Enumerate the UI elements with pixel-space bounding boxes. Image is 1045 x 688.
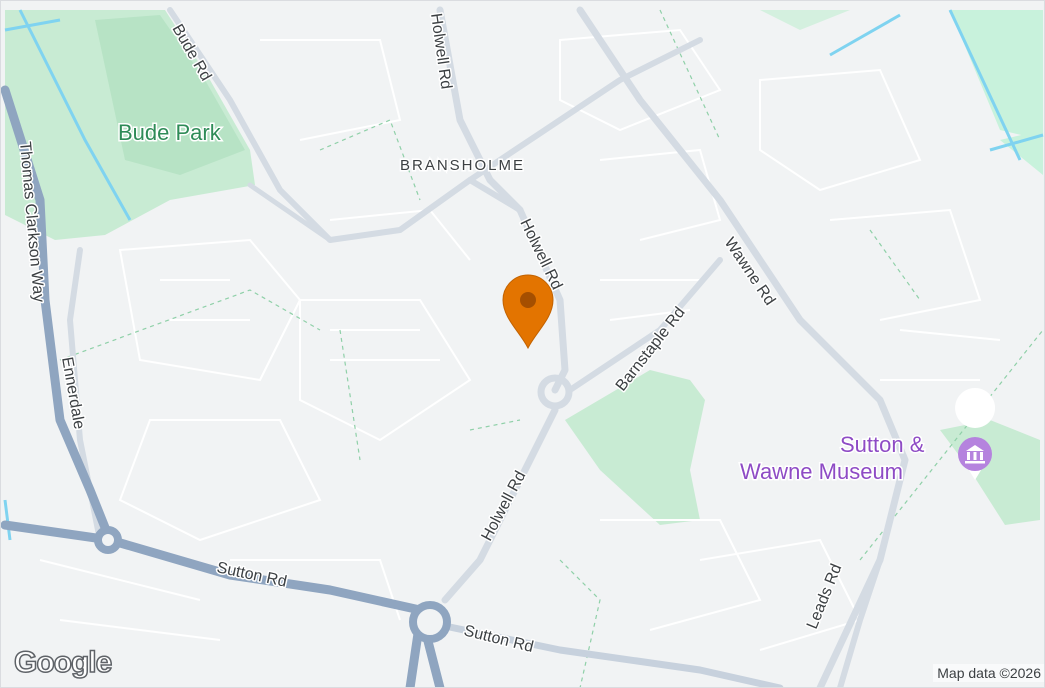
poi-sutton-wawne-museum[interactable]: Sutton & Wawne Museum [739, 388, 996, 486]
thomas-clarkson-way [0, 85, 445, 688]
water-line-5 [989, 133, 1044, 152]
park-label-bude[interactable]: Bude Park [117, 119, 224, 147]
roundabout-holwell [537, 374, 573, 410]
location-pin-icon[interactable] [502, 274, 554, 350]
top-mid-park [760, 10, 850, 30]
museum-icon[interactable] [955, 388, 996, 480]
barnstaple-rd [567, 257, 723, 393]
leads-rd [837, 557, 883, 688]
roundabout-sutton-west [94, 526, 122, 554]
google-logo[interactable]: Google [13, 645, 113, 680]
water-line-1 [18, 9, 132, 221]
roundabout-sutton-east [409, 601, 451, 643]
main-roads [67, 6, 909, 688]
poi-label-line2[interactable]: Wawne Museum [739, 458, 905, 486]
wawne-rd [576, 6, 909, 688]
holwell-rd-north [436, 6, 524, 214]
sutton-rd-west [0, 520, 115, 545]
barnstaple-park [565, 370, 705, 525]
map-attribution[interactable]: Map data ©2026 [933, 664, 1045, 682]
water-line-4 [829, 13, 901, 57]
sutton-rd-east [436, 621, 784, 688]
bude-park-inner [95, 15, 245, 175]
holwell-rd-south [441, 406, 559, 604]
water-line-3 [948, 9, 1022, 161]
waterways [3, 9, 1044, 541]
poi-label-line1[interactable]: Sutton & [839, 431, 927, 459]
top-right-park [950, 10, 1043, 140]
inner-loop [247, 182, 333, 243]
area-label-bransholme[interactable]: BRANSHOLME [399, 156, 525, 176]
east-road [467, 37, 703, 183]
water-line-6 [3, 499, 12, 541]
water-line-2 [4, 18, 61, 32]
